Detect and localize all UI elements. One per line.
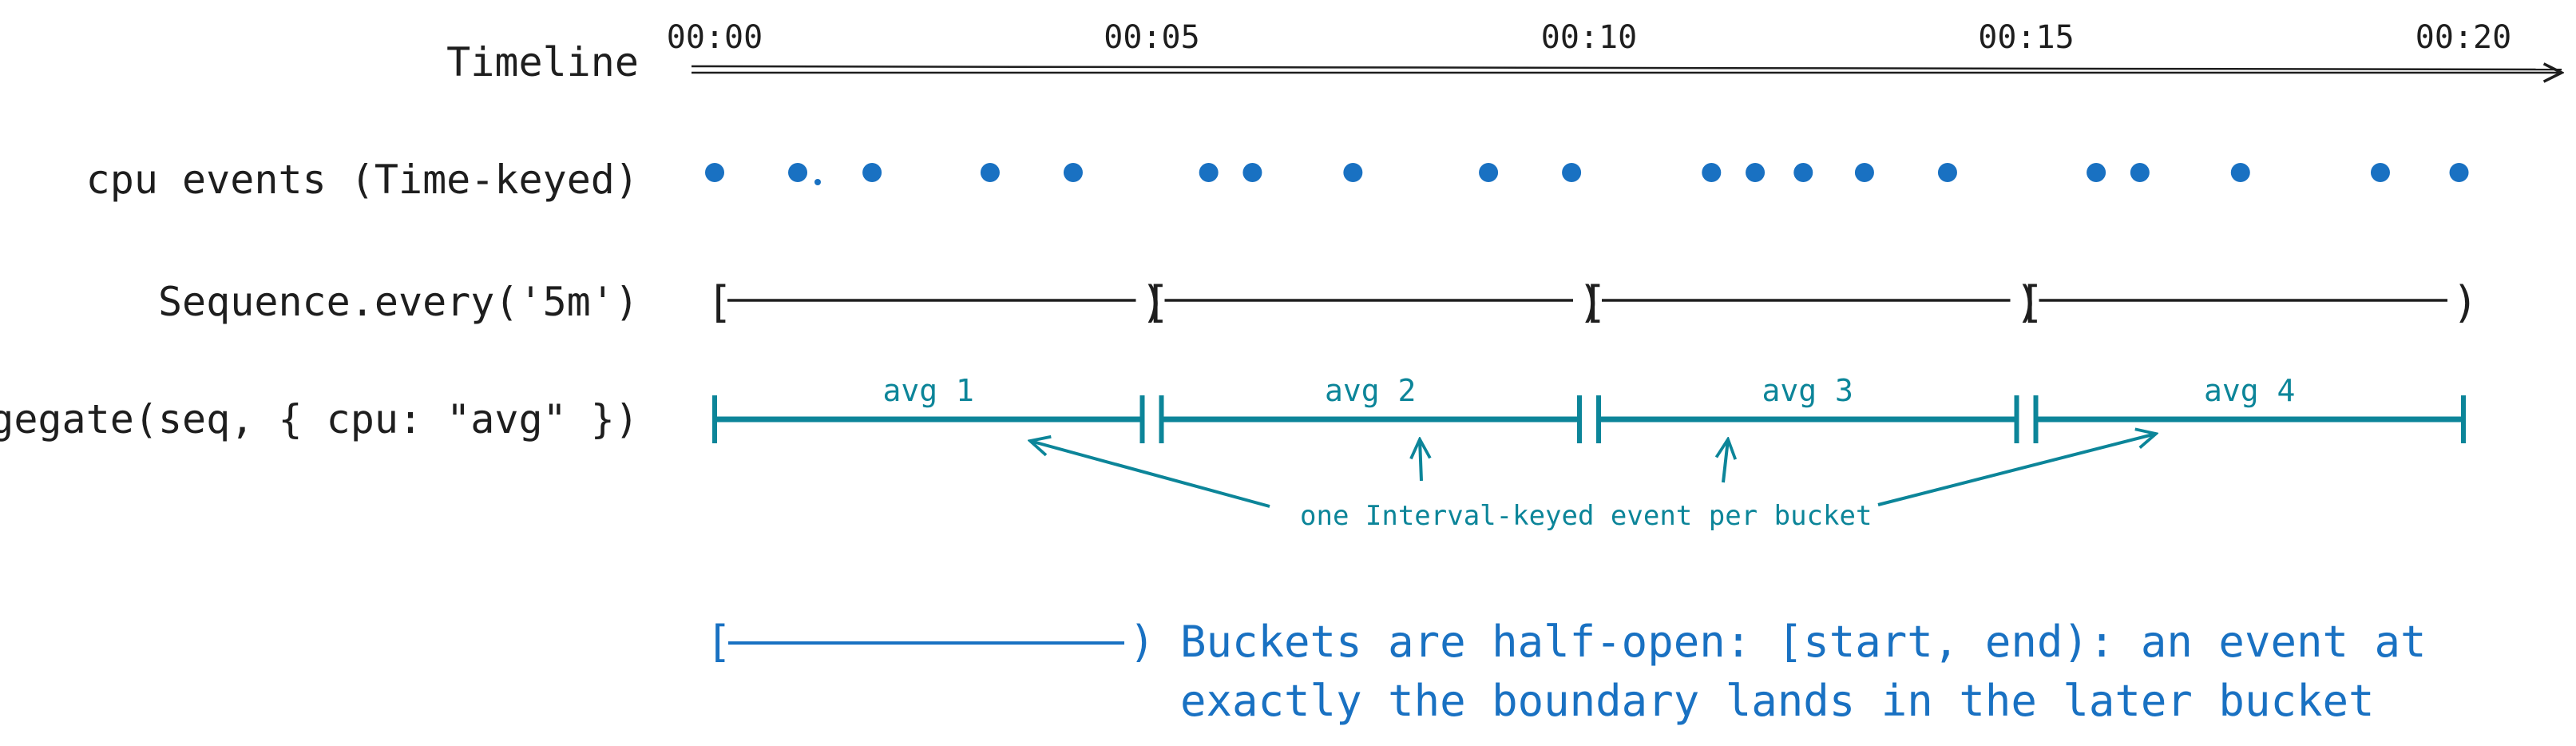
note-line-2: exactly the boundary lands in the later …: [1180, 676, 2375, 726]
sequence-bucket-close: ): [1141, 277, 1167, 327]
stray-mark: [814, 179, 821, 185]
aggregate-avg-label: avg 2: [1325, 373, 1416, 408]
sequence-bucket-open: [: [707, 277, 733, 327]
sequence-bucket-close: ): [2452, 277, 2479, 327]
cpu-event-dot: [1199, 163, 1219, 182]
aggregate-avg-label: avg 3: [1762, 373, 1853, 408]
cpu-event-dot: [1937, 163, 1957, 182]
sequence-bucket-close: ): [1578, 277, 1604, 327]
cpu-event-dot: [2230, 163, 2250, 182]
cpu-event-dot: [1063, 163, 1083, 182]
note-bucket-close: ): [1129, 617, 1155, 667]
cpu-event-dot: [980, 163, 1000, 182]
timeline-axis-line: [691, 65, 2562, 71]
sequence-bucket-open: [: [1144, 277, 1171, 327]
cpu-events-row-label: cpu events (Time-keyed): [86, 157, 639, 203]
cpu-event-dot: [705, 163, 724, 182]
cpu-event-dot: [788, 163, 808, 182]
cpu-event-dot: [862, 163, 882, 182]
sequence-bucket-close: ): [2015, 277, 2042, 327]
aggregate-row-label: aggegate(seq, { cpu: "avg" }): [0, 396, 639, 442]
cpu-event-dot: [1854, 163, 1874, 182]
timeline-axis: [691, 65, 2562, 73]
annotation-arrow-3: [1723, 439, 1728, 483]
note-bucket-example: [ ): [706, 617, 1155, 667]
cpu-event-dot: [1562, 163, 1582, 182]
cpu-event-dot: [1343, 163, 1363, 182]
cpu-event-dot: [2449, 163, 2469, 182]
timeline-tick-label: 00:15: [1978, 19, 2074, 56]
timeline-tick-label: 00:05: [1104, 19, 1199, 56]
timeline-tick-label: 00:20: [2415, 19, 2511, 56]
sequence-bucket-open: [: [1581, 277, 1607, 327]
timeline-tick-label: 00:10: [1541, 19, 1637, 56]
annotation-text: one Interval-keyed event per bucket: [1300, 500, 1872, 532]
sequence-buckets: [)[)[)[): [707, 277, 2479, 327]
annotation-arrows: [1030, 434, 2156, 508]
sequence-bucket-open: [: [2019, 277, 2045, 327]
cpu-event-dot: [1746, 163, 1766, 182]
aggregate-intervals: avg 1 avg 2 avg 3 avg 4: [712, 373, 2466, 443]
cpu-event-dots: [705, 163, 2469, 182]
aggregate-avg-label: avg 4: [2204, 373, 2295, 408]
timeline-ticks: 00:00 00:05 00:10 00:15 00:20: [667, 19, 2511, 56]
aggregate-avg-label: avg 1: [883, 373, 974, 408]
annotation-arrow-1: [1030, 441, 1270, 508]
note-line-1: Buckets are half-open: [start, end): an …: [1180, 617, 2427, 667]
cpu-event-dot: [1242, 163, 1262, 182]
cpu-event-dot: [2370, 163, 2390, 182]
cpu-event-dot: [1793, 163, 1813, 182]
cpu-event-dot: [1479, 163, 1499, 182]
annotation-arrow-4: [1877, 434, 2156, 506]
cpu-event-dot: [2130, 163, 2150, 182]
timeline-row-label: Timeline: [446, 39, 639, 85]
cpu-event-dot: [2087, 163, 2106, 182]
timeline-tick-label: 00:00: [667, 19, 763, 56]
note-bucket-open: [: [706, 617, 732, 667]
sequence-row-label: Sequence.every('5m'): [158, 279, 639, 325]
cpu-event-dot: [1702, 163, 1722, 182]
annotation-arrow-2: [1420, 439, 1421, 482]
